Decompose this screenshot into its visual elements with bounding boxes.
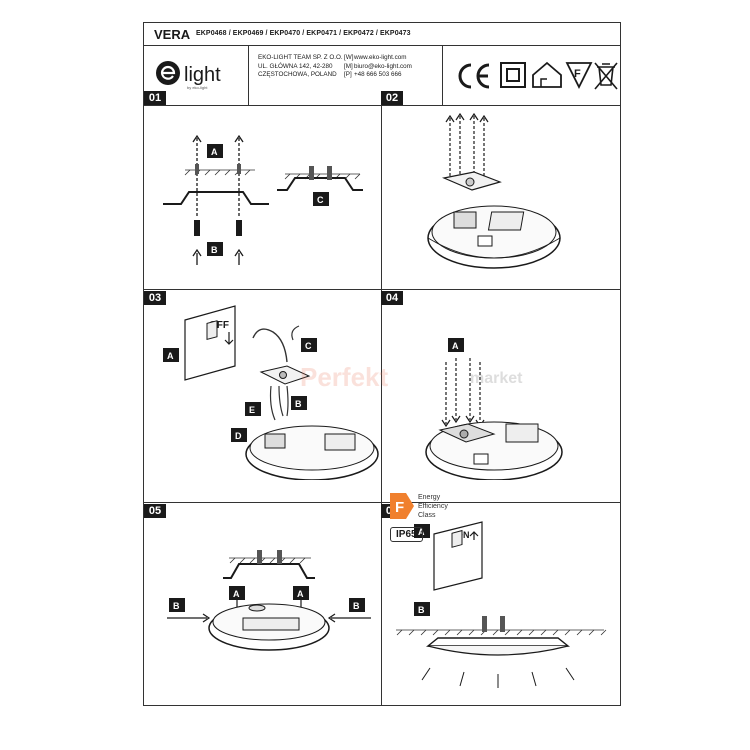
step-03-illustration: OFF A C B E D xyxy=(163,305,379,480)
label-b-right xyxy=(349,598,365,612)
email-link[interactable]: biuro@eko-light.com xyxy=(354,62,412,70)
svg-text:D: D xyxy=(235,431,242,441)
title-row: VERA EKP0468 / EKP0469 / EKP0470 / EKP04… xyxy=(144,23,620,46)
label-c xyxy=(313,192,329,206)
step-number-01: 01 xyxy=(144,91,166,105)
step-number-04: 04 xyxy=(381,291,403,305)
ce-mark-icon xyxy=(458,63,490,89)
svg-text:F: F xyxy=(395,499,404,516)
label-b xyxy=(291,396,307,410)
svg-text:A: A xyxy=(297,589,304,599)
step-01-illustration: A B C xyxy=(163,134,363,265)
indoor-use-icon xyxy=(532,61,562,88)
energy-class-label: Energy Efficiency Class xyxy=(418,494,448,519)
divider xyxy=(442,45,443,105)
energy-class-arrow-icon: F xyxy=(390,493,414,519)
company-contacts: [W]www.eko-light.com [M]biuro@eko-light.… xyxy=(344,54,412,78)
label-b-left xyxy=(169,598,185,612)
label-b xyxy=(207,242,223,256)
certification-icons: F xyxy=(458,61,618,90)
svg-text:B: B xyxy=(211,245,218,255)
step-06-illustration: A ON B xyxy=(396,521,607,688)
instruction-sheet: VERA EKP0468 / EKP0469 / EKP0470 / EKP04… xyxy=(143,22,621,706)
svg-text:A: A xyxy=(452,341,459,351)
svg-text:C: C xyxy=(305,341,312,351)
logo-text: light xyxy=(184,64,221,86)
product-name: VERA xyxy=(154,27,191,42)
svg-text:A: A xyxy=(418,527,425,537)
label-c xyxy=(301,338,317,352)
label-a xyxy=(207,144,223,158)
svg-text:B: B xyxy=(418,605,425,615)
f-mark-icon: F xyxy=(565,62,593,90)
watermark-second: market xyxy=(470,370,523,387)
website-link[interactable]: www.eko-light.com xyxy=(354,54,407,61)
svg-text:F: F xyxy=(574,68,581,80)
svg-text:C: C xyxy=(317,195,324,205)
switch-on-text: ON xyxy=(456,530,470,540)
svg-text:E: E xyxy=(249,405,255,415)
label-a xyxy=(163,348,179,362)
step-05-illustration: A A B B xyxy=(167,550,371,651)
svg-text:B: B xyxy=(353,601,360,611)
logo-subtext: by eko-light xyxy=(187,85,208,90)
grid-divider xyxy=(381,105,382,705)
svg-text:A: A xyxy=(233,589,240,599)
divider xyxy=(248,45,249,105)
label-e xyxy=(245,402,261,416)
grid-divider xyxy=(144,502,620,503)
company-address: EKO-LIGHT TEAM SP. Z O.O. UL. GŁÓWNA 142… xyxy=(258,54,343,78)
eko-light-logo: light xyxy=(156,61,221,86)
label-a xyxy=(448,338,464,352)
watermark-main: Perfekt xyxy=(300,362,389,392)
switch-off-text: OFF xyxy=(209,320,229,331)
step-02-illustration: A xyxy=(427,112,561,269)
svg-text:A: A xyxy=(167,351,174,361)
class-ii-insulation-icon xyxy=(500,62,526,88)
step-04-illustration: A xyxy=(425,338,563,480)
svg-text:B: B xyxy=(173,601,180,611)
label-a-right xyxy=(293,586,309,600)
label-a-left xyxy=(229,586,245,600)
product-codes: EKP0468 / EKP0469 / EKP0470 / EKP0471 / … xyxy=(196,30,411,37)
step-number-03: 03 xyxy=(144,291,166,305)
step-number-02: 02 xyxy=(381,91,403,105)
svg-text:A: A xyxy=(211,147,218,157)
label-b xyxy=(414,602,430,616)
phone-number: +48 666 503 666 xyxy=(354,71,402,78)
grid-divider xyxy=(144,289,620,290)
step-number-05: 05 xyxy=(144,504,166,518)
energy-class-block: F Energy Efficiency Class IP65 xyxy=(390,493,470,553)
label-d xyxy=(231,428,247,442)
svg-text:B: B xyxy=(295,399,302,409)
company-info-row: light by eko-light EKO-LIGHT TEAM SP. Z … xyxy=(144,45,620,106)
weee-bin-icon xyxy=(594,62,618,90)
ip-rating-badge: IP65 xyxy=(390,527,423,542)
